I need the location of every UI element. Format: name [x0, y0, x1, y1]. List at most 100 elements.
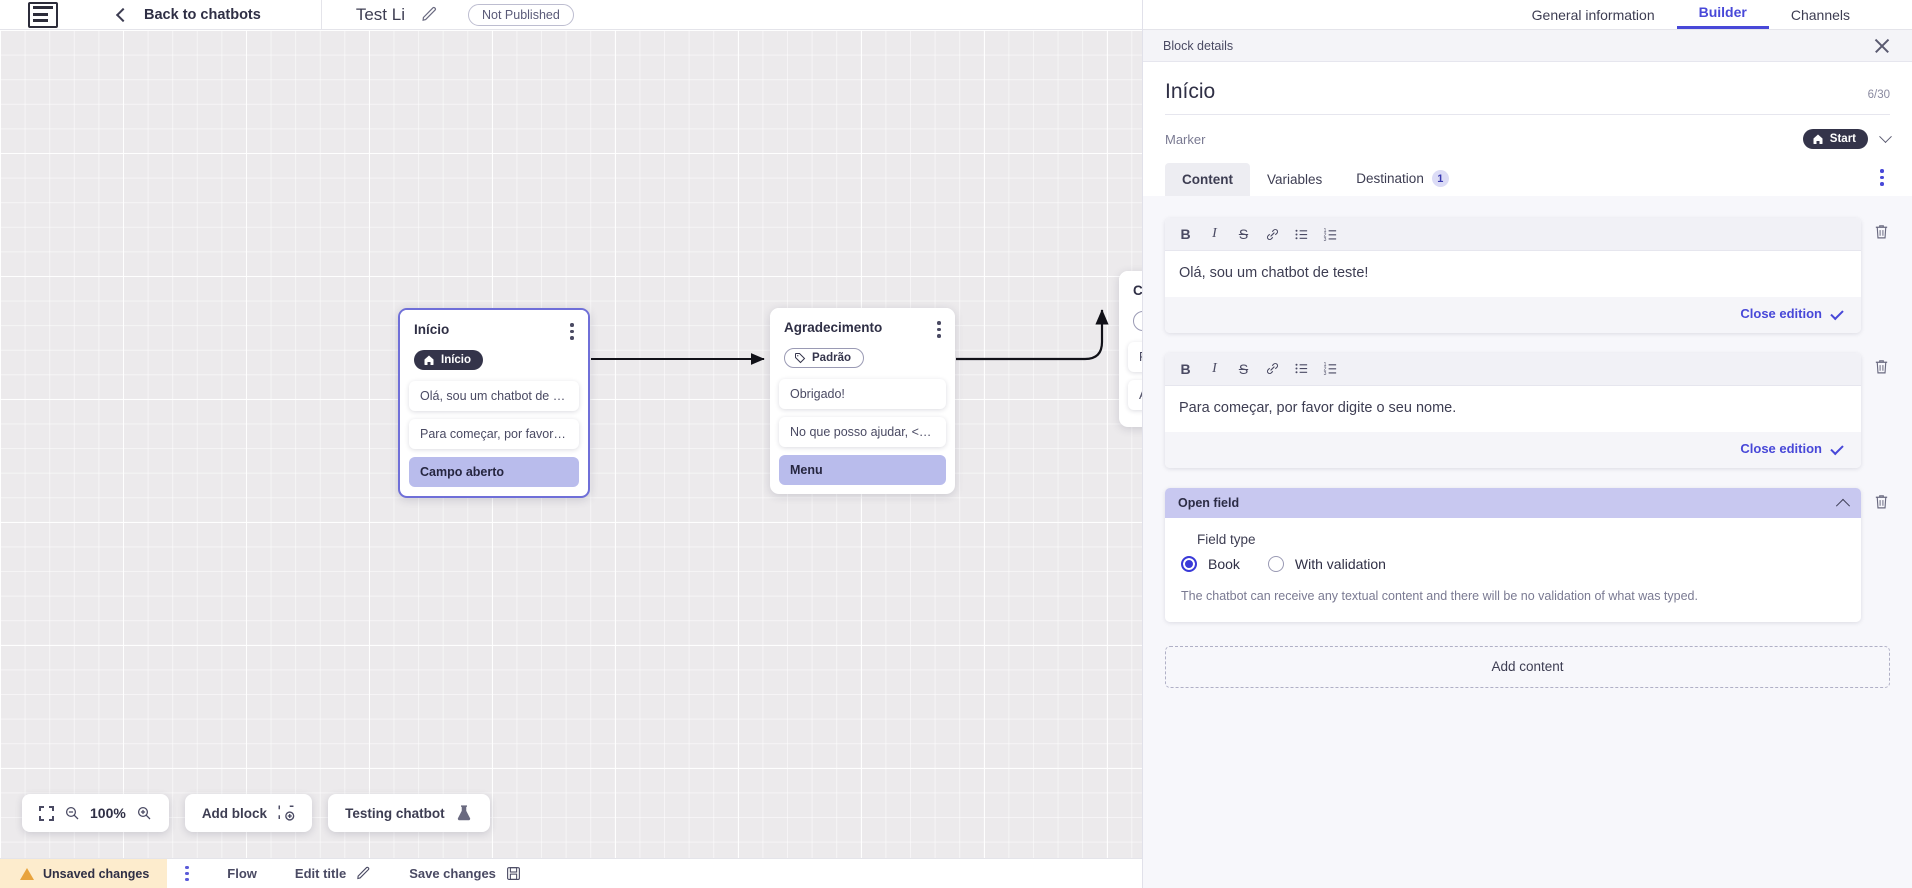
kebab-menu-icon[interactable] — [185, 865, 189, 882]
tab-variables[interactable]: Variables — [1250, 163, 1339, 196]
radio-button[interactable] — [1181, 555, 1197, 572]
node-title: Agradecimento — [784, 320, 883, 335]
italic-icon[interactable]: I — [1212, 226, 1217, 241]
node-message[interactable]: No que posso ajudar, <? $name ... — [779, 417, 946, 447]
editor-text[interactable]: Olá, sou um chatbot de teste! — [1165, 251, 1861, 297]
add-block-icon — [278, 805, 295, 821]
app-logo-icon[interactable] — [28, 1, 58, 28]
node-accent-item[interactable]: Menu — [779, 455, 946, 485]
block-details-header: Block details — [1143, 30, 1912, 62]
check-icon — [1830, 306, 1844, 320]
open-field-body: Field type Book With validation The — [1165, 517, 1861, 622]
italic-icon[interactable]: I — [1212, 360, 1217, 376]
tab-general-information[interactable]: General information — [1531, 7, 1655, 23]
editor-footer: Close edition — [1165, 431, 1861, 468]
pencil-icon — [357, 866, 370, 880]
block-details-label: Block details — [1163, 38, 1234, 53]
top-level-tabs: General information Builder Channels — [1143, 0, 1912, 30]
strikethrough-icon[interactable]: S — [1238, 226, 1249, 242]
pencil-icon[interactable] — [421, 6, 438, 23]
close-edition-label: Close edition — [1740, 305, 1822, 321]
zoom-controls[interactable]: 100% — [22, 794, 169, 832]
flow-button[interactable]: Flow — [227, 866, 257, 881]
tag-icon — [795, 353, 806, 364]
radio-button[interactable] — [1267, 555, 1284, 572]
zoom-out-icon[interactable] — [64, 805, 80, 821]
add-content-button[interactable]: Add content — [1165, 645, 1890, 688]
fit-to-screen-icon[interactable] — [39, 805, 54, 821]
tab-content-label: Content — [1182, 172, 1233, 187]
numbered-list-icon[interactable]: 1 2 3 — [1316, 358, 1345, 380]
node-message[interactable]: Para começar, por favor digite o ... — [409, 419, 579, 449]
editor-text[interactable]: Para começar, por favor digite o seu nom… — [1165, 385, 1736, 432]
node-body: Obrigado! No que posso ajudar, <? $name … — [770, 379, 955, 494]
strikethrough-icon[interactable]: S — [1238, 360, 1249, 377]
open-field-card: Open field Field type Book Wi — [1165, 487, 1861, 622]
tab-channels[interactable]: Channels — [1790, 7, 1850, 23]
radio-option-with-validation[interactable]: With validation — [1267, 555, 1386, 572]
radio-label: With validation — [1294, 555, 1386, 572]
node-title: Início — [414, 322, 450, 337]
trash-icon[interactable] — [1873, 357, 1890, 376]
node-message[interactable]: Obrigado! — [779, 379, 946, 409]
node-message[interactable]: Olá, sou um chatbot de teste! — [409, 381, 579, 411]
tab-variables-label: Variables — [1267, 172, 1323, 187]
close-edition-button[interactable]: Close edition — [1740, 440, 1844, 456]
node-accent-item[interactable]: Campo aberto — [409, 457, 579, 487]
marker-label: Marker — [1165, 131, 1206, 147]
add-block-button[interactable]: Add block — [184, 794, 313, 832]
radio-option-book[interactable]: Book — [1181, 555, 1240, 572]
kebab-menu-icon[interactable] — [570, 322, 574, 340]
open-field-description: The chatbot can receive any textual cont… — [1181, 588, 1698, 603]
chevron-left-icon[interactable] — [115, 7, 131, 22]
bold-icon[interactable]: B — [1180, 226, 1191, 242]
node-header: Agradecimento Padrão — [770, 308, 955, 379]
close-edition-label: Close edition — [1740, 440, 1822, 456]
flask-icon — [457, 804, 470, 820]
trash-icon[interactable] — [1873, 222, 1890, 241]
testing-chatbot-button[interactable]: Testing chatbot — [328, 794, 490, 832]
link-icon[interactable] — [1258, 223, 1287, 245]
block-title[interactable]: Início — [1165, 80, 1216, 103]
edit-title-button[interactable]: Edit title — [295, 866, 371, 881]
radio-label: Book — [1208, 555, 1240, 572]
zoom-in-icon[interactable] — [136, 805, 152, 821]
content-tab-panel: B I S — [1143, 196, 1912, 622]
chevron-down-icon[interactable] — [1879, 129, 1892, 143]
bullet-list-icon[interactable] — [1287, 358, 1316, 380]
node-marker-label: Início — [441, 354, 472, 366]
kebab-menu-icon[interactable] — [1880, 169, 1884, 186]
node-body: Olá, sou um chatbot de teste! Para começ… — [400, 381, 588, 496]
tab-content[interactable]: Content — [1165, 163, 1250, 196]
field-type-radio-group: Book With validation — [1181, 555, 1845, 572]
link-icon[interactable] — [1258, 358, 1287, 380]
marker-row: Marker Start — [1165, 115, 1892, 161]
rich-text-editor[interactable]: B I S — [1165, 352, 1861, 468]
bullet-list-icon[interactable] — [1287, 223, 1316, 245]
trash-icon[interactable] — [1873, 492, 1890, 511]
flow-node-inicio[interactable]: Início Início Olá, sou um chatbot de tes… — [398, 308, 590, 498]
content-block-open-field: Open field Field type Book Wi — [1165, 487, 1890, 622]
editor-toolbar: B I S — [1165, 352, 1861, 386]
kebab-menu-icon[interactable] — [937, 320, 941, 338]
marker-value-badge[interactable]: Start — [1802, 129, 1868, 149]
panel-tabs: Content Variables Destination 1 — [1165, 161, 1890, 196]
chevron-up-icon[interactable] — [1835, 498, 1851, 513]
numbered-list-icon[interactable]: 1 2 3 — [1316, 223, 1345, 245]
unsaved-changes-label: Unsaved changes — [43, 866, 150, 881]
node-marker-badge: Padrão — [784, 348, 864, 368]
close-edition-button[interactable]: Close edition — [1740, 305, 1844, 321]
floppy-disk-icon — [506, 867, 520, 880]
rich-text-editor[interactable]: B I S — [1165, 218, 1861, 333]
back-to-chatbots-link[interactable]: Back to chatbots — [144, 6, 261, 23]
right-panel: General information Builder Channels Blo… — [1142, 0, 1912, 888]
flow-node-agradecimento[interactable]: Agradecimento Padrão Obrigado! No que po… — [770, 308, 955, 494]
content-block-text-2: B I S — [1165, 352, 1890, 468]
close-icon[interactable] — [1874, 38, 1890, 54]
bold-icon[interactable]: B — [1180, 360, 1191, 377]
add-block-label: Add block — [201, 805, 268, 821]
tab-destination[interactable]: Destination 1 — [1339, 161, 1466, 196]
open-field-header[interactable]: Open field — [1165, 487, 1861, 518]
save-changes-button[interactable]: Save changes — [409, 866, 521, 881]
tab-builder[interactable]: Builder — [1676, 4, 1769, 29]
